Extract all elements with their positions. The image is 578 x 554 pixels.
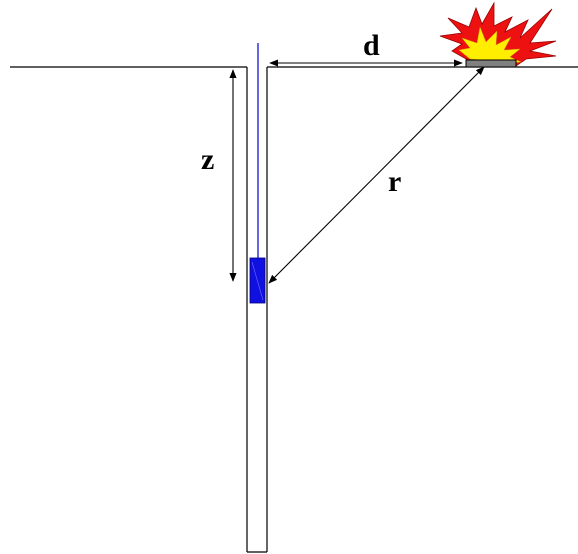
slant-distance-arrow [268, 66, 485, 284]
explosion-burst-icon [439, 1, 557, 67]
borehole-receiver-icon [249, 257, 266, 304]
depth-label: z [201, 143, 214, 176]
source-charge-icon [465, 59, 517, 68]
borehole [246, 67, 268, 553]
slant-distance-label: r [388, 165, 401, 198]
horizontal-distance-label: d [363, 29, 380, 62]
